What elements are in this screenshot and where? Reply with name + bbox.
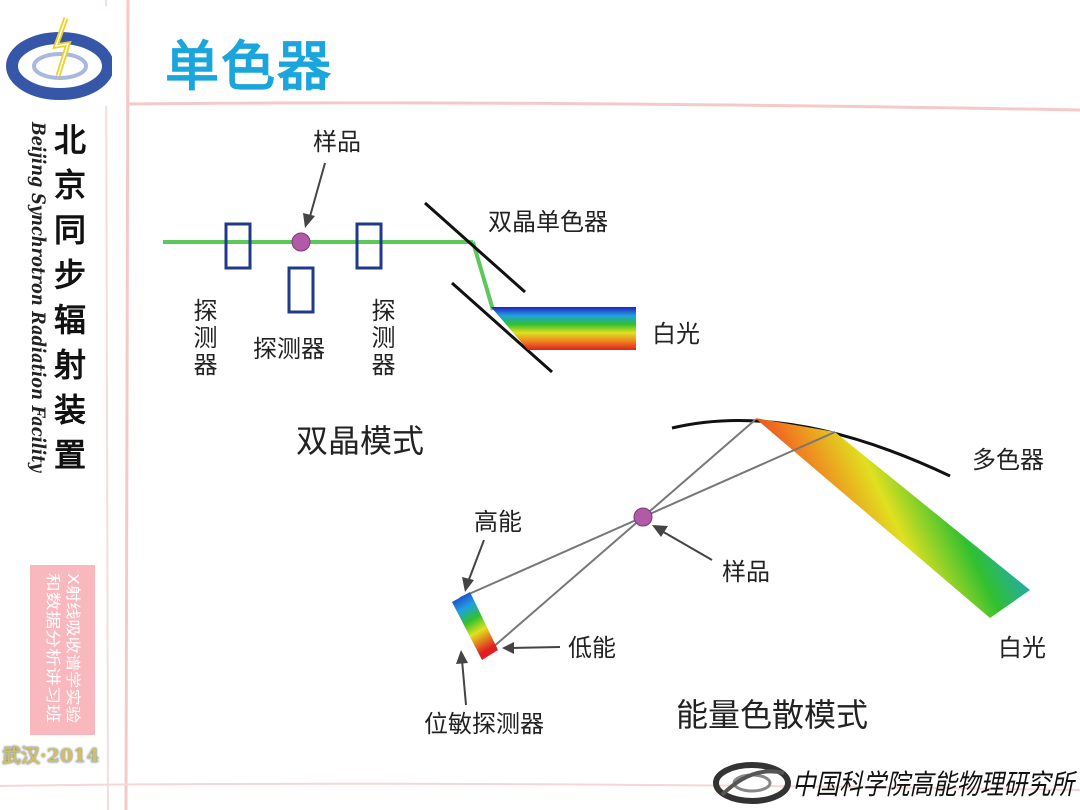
detector-middle-label: 探测器 [253, 335, 325, 363]
low-energy-label: 低能 [568, 634, 616, 662]
psd-label: 位敏探测器 [424, 710, 544, 738]
institute-name-wrap: 中国科学院高能物理研究所 [792, 768, 1077, 801]
crystal-1 [424, 201, 526, 294]
detector-right-label: 探测器 [367, 298, 395, 376]
sample-arrow-bottom [659, 529, 713, 561]
high-energy-arrowhead [462, 577, 474, 592]
vertical-title-char: 置 [53, 436, 86, 474]
white-light-label-top: 白光 [652, 320, 700, 348]
event-label: 武汉·2014 [2, 745, 100, 767]
sample-dot-top [291, 232, 311, 252]
high-energy-arrow [467, 539, 485, 583]
vertical-title-char: 同 [53, 211, 86, 249]
sample-arrowhead-top [303, 213, 315, 228]
vertical-title-en: Beijing Synchrotron Radiation Facility [27, 121, 49, 474]
sample-arrow-top [308, 162, 326, 221]
vertical-title-char: 射 [53, 346, 86, 384]
ray-high [483, 419, 756, 656]
sample-dot-bottom [633, 507, 653, 527]
beam-reflected [471, 241, 495, 311]
ihep-logo [713, 762, 791, 804]
white-light-beam-bottom [755, 418, 1030, 618]
detector-middle-icon [287, 266, 315, 314]
white-light-beam-top [491, 307, 636, 350]
high-energy-label: 高能 [474, 508, 522, 536]
sample-arrowhead-bottom [652, 525, 668, 537]
vertical-title-char: 京 [53, 166, 86, 204]
course-label-col1: X射线吸收谱学实验 [64, 573, 82, 723]
psd-arrow [461, 659, 467, 706]
psd-detector-icon [452, 592, 498, 660]
vertical-title-char: 步 [53, 256, 86, 294]
sample-label-top: 样品 [313, 128, 361, 156]
low-energy-arrowhead [502, 642, 514, 654]
crystal-2 [451, 281, 553, 374]
bsrf-logo [4, 6, 112, 106]
detector-right-icon [355, 222, 383, 270]
double-crystal-mode-label: 双晶模式 [296, 422, 424, 460]
white-light-label-bottom: 白光 [998, 634, 1046, 662]
vertical-title-char: 北 [53, 121, 86, 159]
vertical-title-char: 辐 [53, 301, 86, 339]
sample-label-bottom: 样品 [722, 558, 770, 586]
psd-arrowhead [456, 650, 468, 664]
course-box: X射线吸收谱学实验 和数据分析讲习班 [30, 565, 95, 735]
vertical-title-cn: 北 京 同 步 辐 射 装 置 [50, 118, 90, 478]
vertical-title-char: 装 [53, 391, 86, 429]
energy-dispersive-mode-label: 能量色散模式 [676, 696, 868, 734]
vertical-title-en-wrap: Beijing Synchrotron Radiation Facility [27, 121, 49, 474]
institute-name: 中国科学院高能物理研究所 [792, 768, 1077, 801]
monochromator-label: 双晶单色器 [488, 208, 608, 236]
polychromator-label: 多色器 [972, 446, 1044, 474]
slide-title: 单色器 [165, 35, 333, 98]
detector-left-label: 探测器 [189, 298, 217, 376]
low-energy-arrow [509, 646, 561, 649]
detector-left-icon [224, 222, 252, 270]
course-label-col2: 和数据分析讲习班 [44, 573, 62, 723]
